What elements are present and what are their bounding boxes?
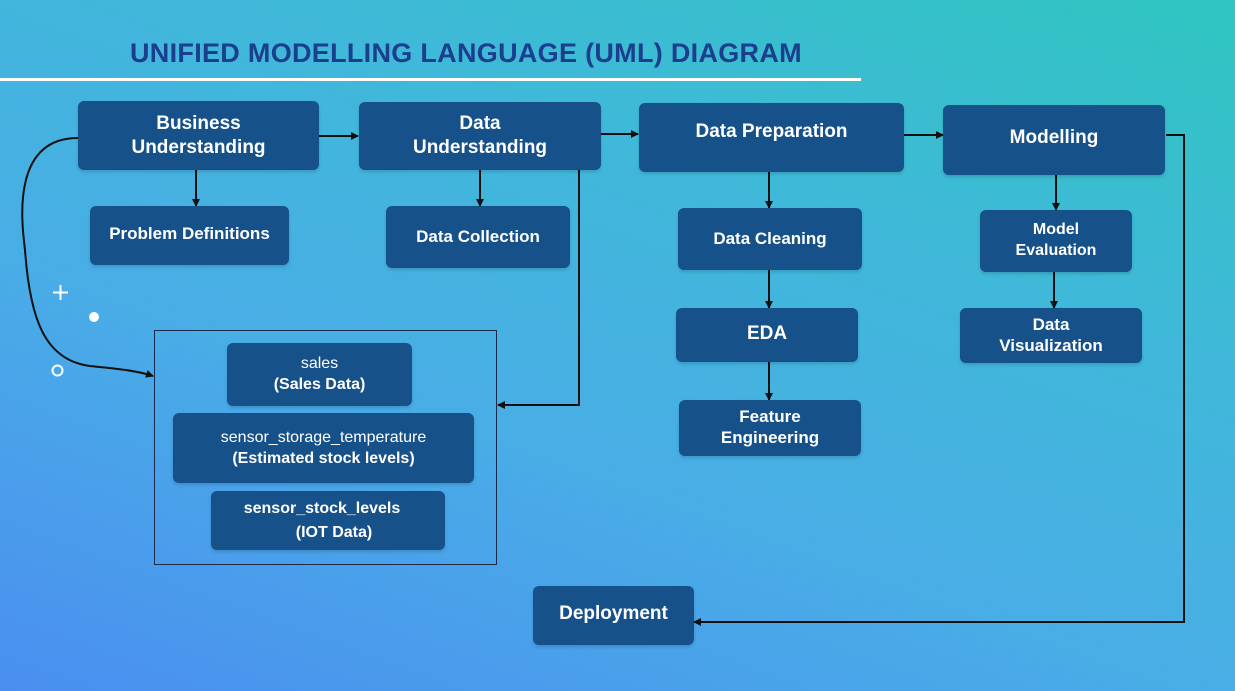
stage-label-line1: Data — [459, 113, 501, 135]
datasets-group — [154, 330, 497, 565]
stage-deployment: Deployment — [533, 586, 694, 645]
step-label-line2: Visualization — [999, 335, 1103, 355]
arrow-modelling-to-deployment — [693, 134, 1185, 626]
stage-label: Data Preparation — [695, 121, 848, 142]
stage-modelling: Modelling — [943, 105, 1165, 175]
step-eda: EDA — [676, 308, 858, 362]
dataset-description: (IOT Data) — [295, 523, 373, 541]
step-label-line2: Evaluation — [1015, 242, 1097, 259]
arrow-data-understanding-to-datasets — [497, 170, 580, 409]
diagram-title: UNIFIED MODELLING LANGUAGE (UML) DIAGRAM — [130, 38, 802, 68]
stage-label-line2: Understanding — [131, 136, 266, 158]
step-label: Data Collection — [416, 227, 540, 247]
arrow-business-to-datasets — [21, 137, 154, 378]
dataset-sensor-stock-levels: sensor_stock_levels (IOT Data) — [211, 491, 445, 550]
dataset-description: (Sales Data) — [273, 375, 366, 393]
dataset-sales: sales (Sales Data) — [227, 343, 412, 406]
dataset-sensor-storage-temperature: sensor_storage_temperature (Estimated st… — [173, 413, 474, 483]
step-label: Problem Definitions — [109, 224, 270, 243]
step-data-collection: Data Collection — [386, 206, 570, 268]
stage-label: Modelling — [1009, 127, 1099, 148]
dataset-name: sensor_stock_levels — [243, 499, 401, 517]
step-problem-definitions: Problem Definitions — [90, 206, 289, 265]
step-label-line1: Data — [1032, 314, 1070, 334]
dot-icon — [89, 312, 99, 322]
dataset-name: sales — [300, 354, 339, 372]
stage-data-preparation: Data Preparation — [639, 103, 904, 172]
step-label: EDA — [746, 323, 788, 344]
step-data-cleaning: Data Cleaning — [678, 208, 862, 270]
stage-label: Deployment — [559, 603, 668, 624]
plus-icon — [52, 284, 69, 301]
dataset-description: (Estimated stock levels) — [232, 450, 415, 467]
step-label-line1: Model — [1032, 221, 1080, 239]
stage-label-line2: Understanding — [412, 137, 548, 158]
dataset-name: sensor_storage_temperature — [220, 428, 427, 446]
step-data-visualization: Data Visualization — [960, 308, 1142, 363]
ring-icon — [51, 364, 64, 377]
step-feature-engineering: Feature Engineering — [679, 400, 861, 456]
step-label-line2: Engineering — [720, 428, 820, 447]
step-label-line1: Feature — [739, 407, 801, 427]
stage-business-understanding: Business Understanding — [78, 101, 319, 170]
title-underline — [0, 78, 861, 81]
step-label: Data Cleaning — [713, 229, 827, 249]
step-model-evaluation: Model Evaluation — [980, 210, 1132, 272]
stage-label-line1: Business — [156, 112, 241, 134]
stage-data-understanding: Data Understanding — [359, 102, 601, 170]
